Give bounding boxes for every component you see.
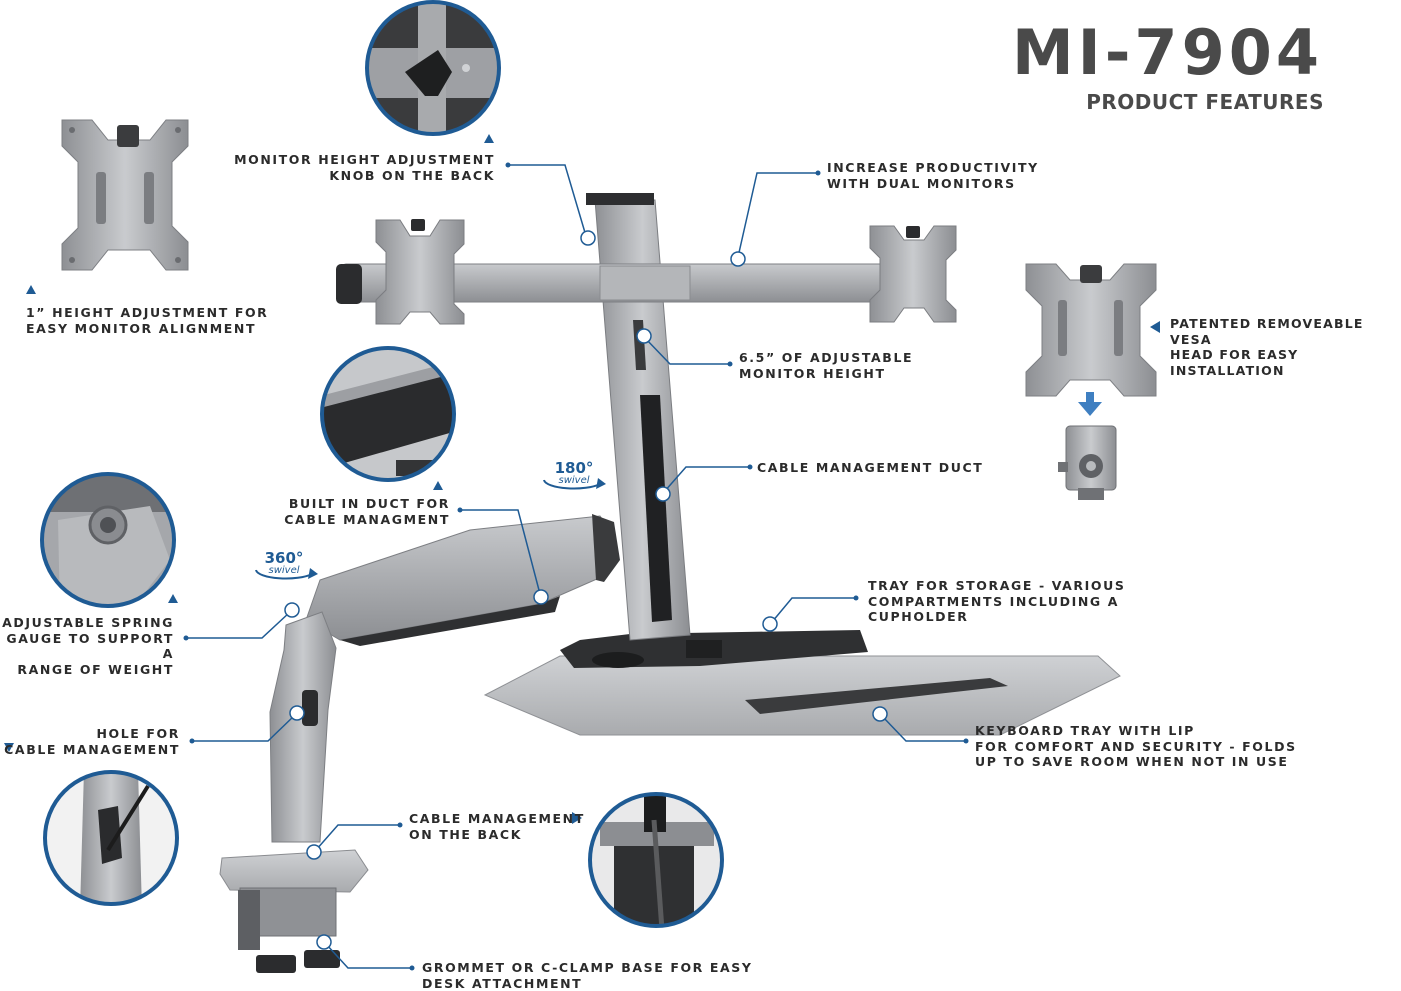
feature-built-in-duct: BUILT IN DUCT FOR CABLE MANAGMENT [284,496,450,527]
triangle-up-icon [484,134,494,143]
swivel-360-degrees: 360° [264,549,304,567]
feature-vesa-head: PATENTED REMOVEABLE VESA HEAD FOR EASY I… [1170,316,1364,378]
swivel-360-label: 360° swivel [252,549,316,591]
triangle-up-icon [168,594,178,603]
detail-knob-back-image [365,0,501,136]
feature-spring-gauge: ADJUSTABLE SPRING GAUGE TO SUPPORT A RAN… [2,615,174,677]
feature-one-inch-adjustment: 1” HEIGHT ADJUSTMENT FOR EASY MONITOR AL… [26,305,269,336]
feature-dual-monitors: INCREASE PRODUCTIVITY WITH DUAL MONITORS [827,160,1039,191]
feature-cable-duct: CABLE MANAGEMENT DUCT [757,460,984,475]
swivel-180-icon [543,478,606,490]
detail-cable-back-image [588,792,724,928]
desk-stand-image [219,193,1121,973]
triangle-left-icon [1150,321,1160,333]
feature-tray-storage: TRAY FOR STORAGE - VARIOUS COMPARTMENTS … [868,578,1126,624]
triangle-markers [4,134,1160,824]
swivel-180-label: 180° swivel [542,459,606,501]
feature-clamp-base: GROMMET OR C-CLAMP BASE FOR EASY DESK AT… [422,960,753,991]
feature-adjustable-height: 6.5” OF ADJUSTABLE MONITOR HEIGHT [739,350,914,381]
feature-cable-back: CABLE MANAGEMENT ON THE BACK [409,811,585,842]
vesa-plate-large-image [1025,263,1157,397]
vesa-plate-small-image [61,119,189,271]
vesa-head-mount-image [1058,425,1117,500]
triangle-down-icon [4,743,14,752]
swivel-360-word: swivel [268,565,300,576]
swivel-180-degrees: 180° [554,459,594,477]
triangle-right-icon [572,812,582,824]
swivel-180-word: swivel [558,475,590,486]
feature-height-knob: MONITOR HEIGHT ADJUSTMENT KNOB ON THE BA… [234,152,495,183]
detail-cable-hole-image [43,770,179,906]
swivel-360-icon [255,568,318,580]
detail-spring-gauge-image [40,472,176,608]
detail-built-in-duct-image [320,346,456,482]
feature-hole-cable: HOLE FOR CABLE MANAGEMENT [4,726,180,757]
page-subtitle: PRODUCT FEATURES [1086,90,1324,114]
callout-dots [183,162,969,971]
model-title: MI-7904 [1011,16,1323,89]
triangle-up-icon [433,481,443,490]
callout-lines [186,164,966,969]
down-arrow-icon [1078,392,1102,416]
triangle-up-icon [26,285,36,294]
feature-keyboard-tray: KEYBOARD TRAY WITH LIP FOR COMFORT AND S… [975,723,1297,769]
